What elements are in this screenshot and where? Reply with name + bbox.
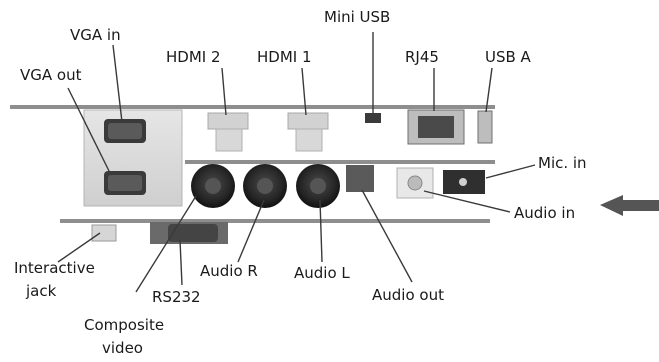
middle-rail <box>185 160 495 164</box>
leader-audio-in <box>423 190 511 213</box>
leader-rs232 <box>179 239 183 286</box>
label-mini-usb: Mini USB <box>324 8 390 26</box>
label-rs232: RS232 <box>152 288 201 306</box>
label-rj45: RJ45 <box>405 48 439 66</box>
rs232-port <box>168 224 218 242</box>
leader-lines <box>57 32 536 293</box>
audio-in-port-group <box>396 167 434 199</box>
label-composite-video-line1: Composite <box>84 316 164 334</box>
leader-composite-video <box>135 195 197 293</box>
left-arrow-icon <box>600 195 659 216</box>
leader-audio-l <box>319 199 323 263</box>
leader-vga-in <box>112 44 123 123</box>
leader-interactive-jack <box>57 232 101 263</box>
audio-out-port <box>346 165 374 192</box>
leader-hdmi2 <box>221 67 227 116</box>
vga-out-port-pins <box>108 175 142 191</box>
label-audio-in: Audio in <box>514 204 575 222</box>
rj45-port-group <box>407 109 465 145</box>
leader-audio-r <box>237 199 265 263</box>
label-interactive-jack-line2: jack <box>25 282 57 300</box>
label-audio-r: Audio R <box>200 262 258 280</box>
labels: VGA in VGA out HDMI 2 HDMI 1 Mini USB RJ… <box>14 8 587 357</box>
label-vga-out: VGA out <box>20 66 82 84</box>
vga-plate <box>83 109 183 207</box>
hdmi1-port <box>287 112 329 130</box>
audio-jacks <box>191 164 340 208</box>
label-hdmi1: HDMI 1 <box>257 48 312 66</box>
label-composite-video-line2: video <box>102 339 143 357</box>
top-rail <box>10 105 495 109</box>
audio-r-jack-center <box>257 178 273 194</box>
audio-in-arrow <box>600 195 659 216</box>
audio-in-port <box>407 175 423 191</box>
leader-usb-a <box>485 67 493 113</box>
audio-r-jack-left-center <box>205 178 221 194</box>
label-mic-in: Mic. in <box>538 154 587 172</box>
label-interactive-jack-line1: Interactive <box>14 259 95 277</box>
hdmi2-port <box>207 112 249 130</box>
bottom-rail <box>60 219 490 223</box>
board-rails <box>10 105 495 223</box>
label-hdmi2: HDMI 2 <box>166 48 221 66</box>
leader-audio-out <box>361 189 413 283</box>
label-audio-out: Audio out <box>372 286 444 304</box>
audio-l-jack-center <box>310 178 326 194</box>
label-vga-in: VGA in <box>70 26 121 44</box>
vga-in-port-pins <box>108 123 142 139</box>
label-audio-l: Audio L <box>294 264 350 282</box>
hdmi1-bracket <box>295 128 323 152</box>
rj45-port <box>418 116 454 138</box>
mic-in-port <box>459 178 467 186</box>
leader-vga-out <box>67 87 112 176</box>
hdmi-ports <box>207 112 329 152</box>
usb-a-port <box>477 110 493 144</box>
hdmi2-bracket <box>215 128 243 152</box>
label-usb-a: USB A <box>485 48 532 66</box>
leader-hdmi1 <box>301 67 307 116</box>
mic-in-port-group <box>443 170 485 194</box>
interactive-jack-port <box>91 224 117 242</box>
mini-usb-port <box>365 113 381 123</box>
leader-mic-in <box>485 164 536 179</box>
rs232-port-group <box>150 222 228 244</box>
